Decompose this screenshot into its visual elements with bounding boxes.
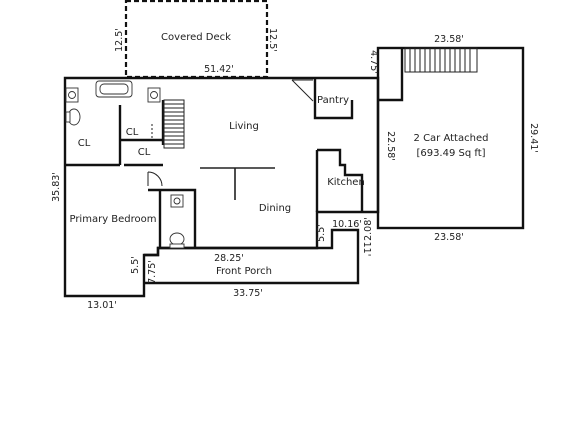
primary-bedroom-label: Primary Bedroom [69,214,156,225]
porch-bottom-dim: 33.75' [233,288,263,299]
dimension-labels: 12.5' 12.5' 51.42' 23.58' 29.41' 23.58' … [51,28,539,311]
stairs-interior [163,99,185,149]
dining-label: Dining [259,203,291,214]
front-porch-label: Front Porch [216,266,272,277]
step-right-dim: 2.08' [363,217,374,241]
garage-offset-dim: 4.75' [368,50,379,74]
porch-left-dim-b: 7.75' [147,260,158,284]
kitchen-label: Kitchen [327,177,365,188]
step-bottom-dim: 11' [361,242,372,257]
garage-right-dim: 29.41' [528,123,539,153]
garage-top-dim: 23.58' [434,34,464,45]
house-walls [63,46,525,298]
closet-left-label: CL [78,138,91,149]
door-swings [147,79,314,187]
left-wall-dim: 35.83' [51,172,62,202]
living-label: Living [229,121,259,132]
porch-top-dim: 28.25' [214,253,244,264]
covered-deck-label: Covered Deck [161,32,231,43]
closet-bottom-label: CL [138,147,151,158]
bottom-left-dim: 13.01' [87,300,117,311]
bath-fixtures [65,80,185,249]
garage-bottom-dim: 23.58' [434,232,464,243]
deck-right-dim: 12.5' [267,28,278,52]
deck-left-dim: 12.5' [114,28,125,52]
porch-left-dim-a: 5.5' [130,256,141,274]
closet-top-label: CL [126,127,139,138]
porch-right-dim-a: 5.5' [316,224,327,242]
deck-bottom-dim: 51.42' [204,64,234,75]
pantry-label: Pantry [317,95,349,106]
covered-deck-outline [124,0,269,79]
garage-label: 2 Car Attached [414,133,489,144]
garage-area-label: [693.49 Sq ft] [416,148,485,159]
step-top-dim: 10.16' [332,219,362,230]
stairs-garage [404,47,478,73]
garage-inner-dim: 22.58' [385,131,396,161]
room-labels: Covered Deck Living Pantry Kitchen Dinin… [69,32,488,277]
